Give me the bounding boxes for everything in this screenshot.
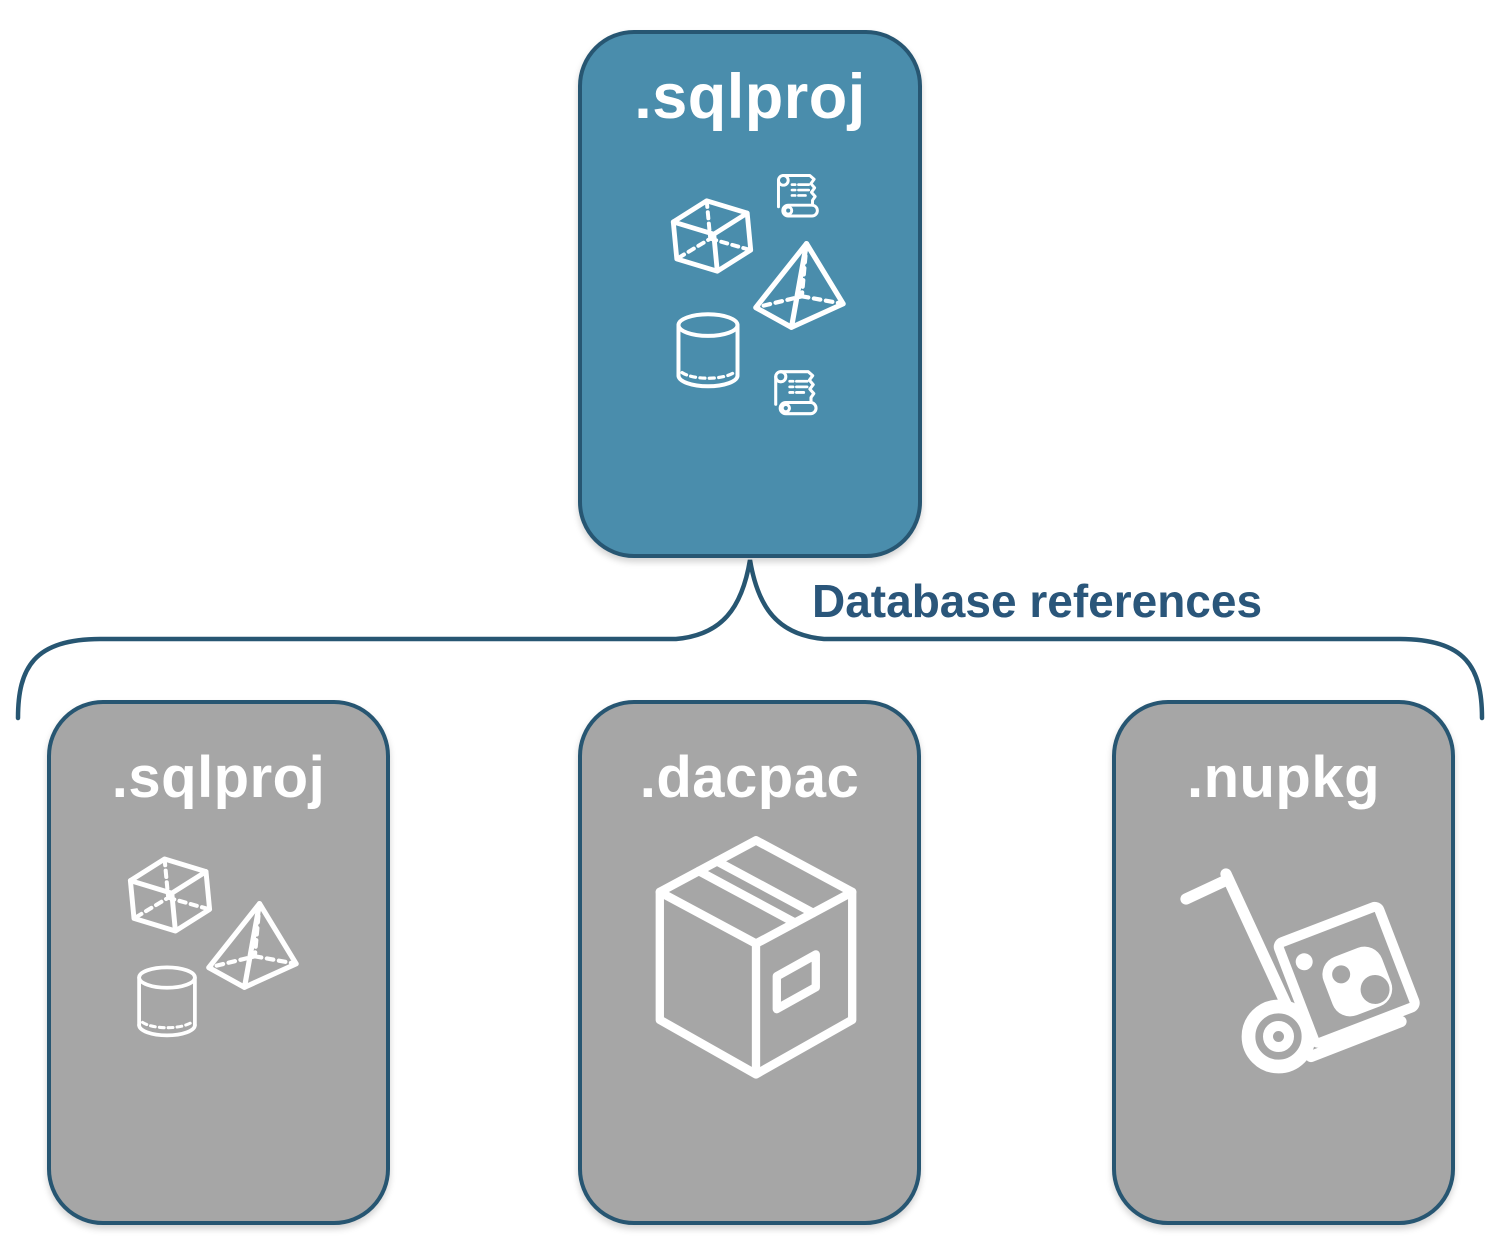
cube-icon	[125, 850, 215, 940]
cylinder-icon	[133, 962, 201, 1042]
pyramid-icon	[199, 898, 305, 992]
node-label: .sqlproj	[634, 62, 866, 132]
node-label: .dacpac	[639, 745, 860, 810]
node-sqlproj-child: .sqlproj	[47, 700, 390, 1225]
scroll-icon	[772, 167, 826, 225]
node-sqlproj-root: .sqlproj	[578, 30, 922, 558]
cylinder-icon	[672, 310, 744, 392]
edge-label: Database references	[812, 575, 1263, 627]
scroll-icon	[769, 363, 825, 423]
node-label: .nupkg	[1186, 745, 1381, 810]
node-label: .sqlproj	[111, 745, 326, 810]
package-box-icon	[626, 824, 886, 1096]
node-nupkg-child: .nupkg	[1112, 700, 1455, 1225]
pyramid-icon	[748, 238, 850, 332]
node-dacpac-child: .dacpac	[578, 700, 921, 1225]
hand-truck-package-icon	[1171, 844, 1426, 1094]
cube-icon	[668, 192, 756, 280]
